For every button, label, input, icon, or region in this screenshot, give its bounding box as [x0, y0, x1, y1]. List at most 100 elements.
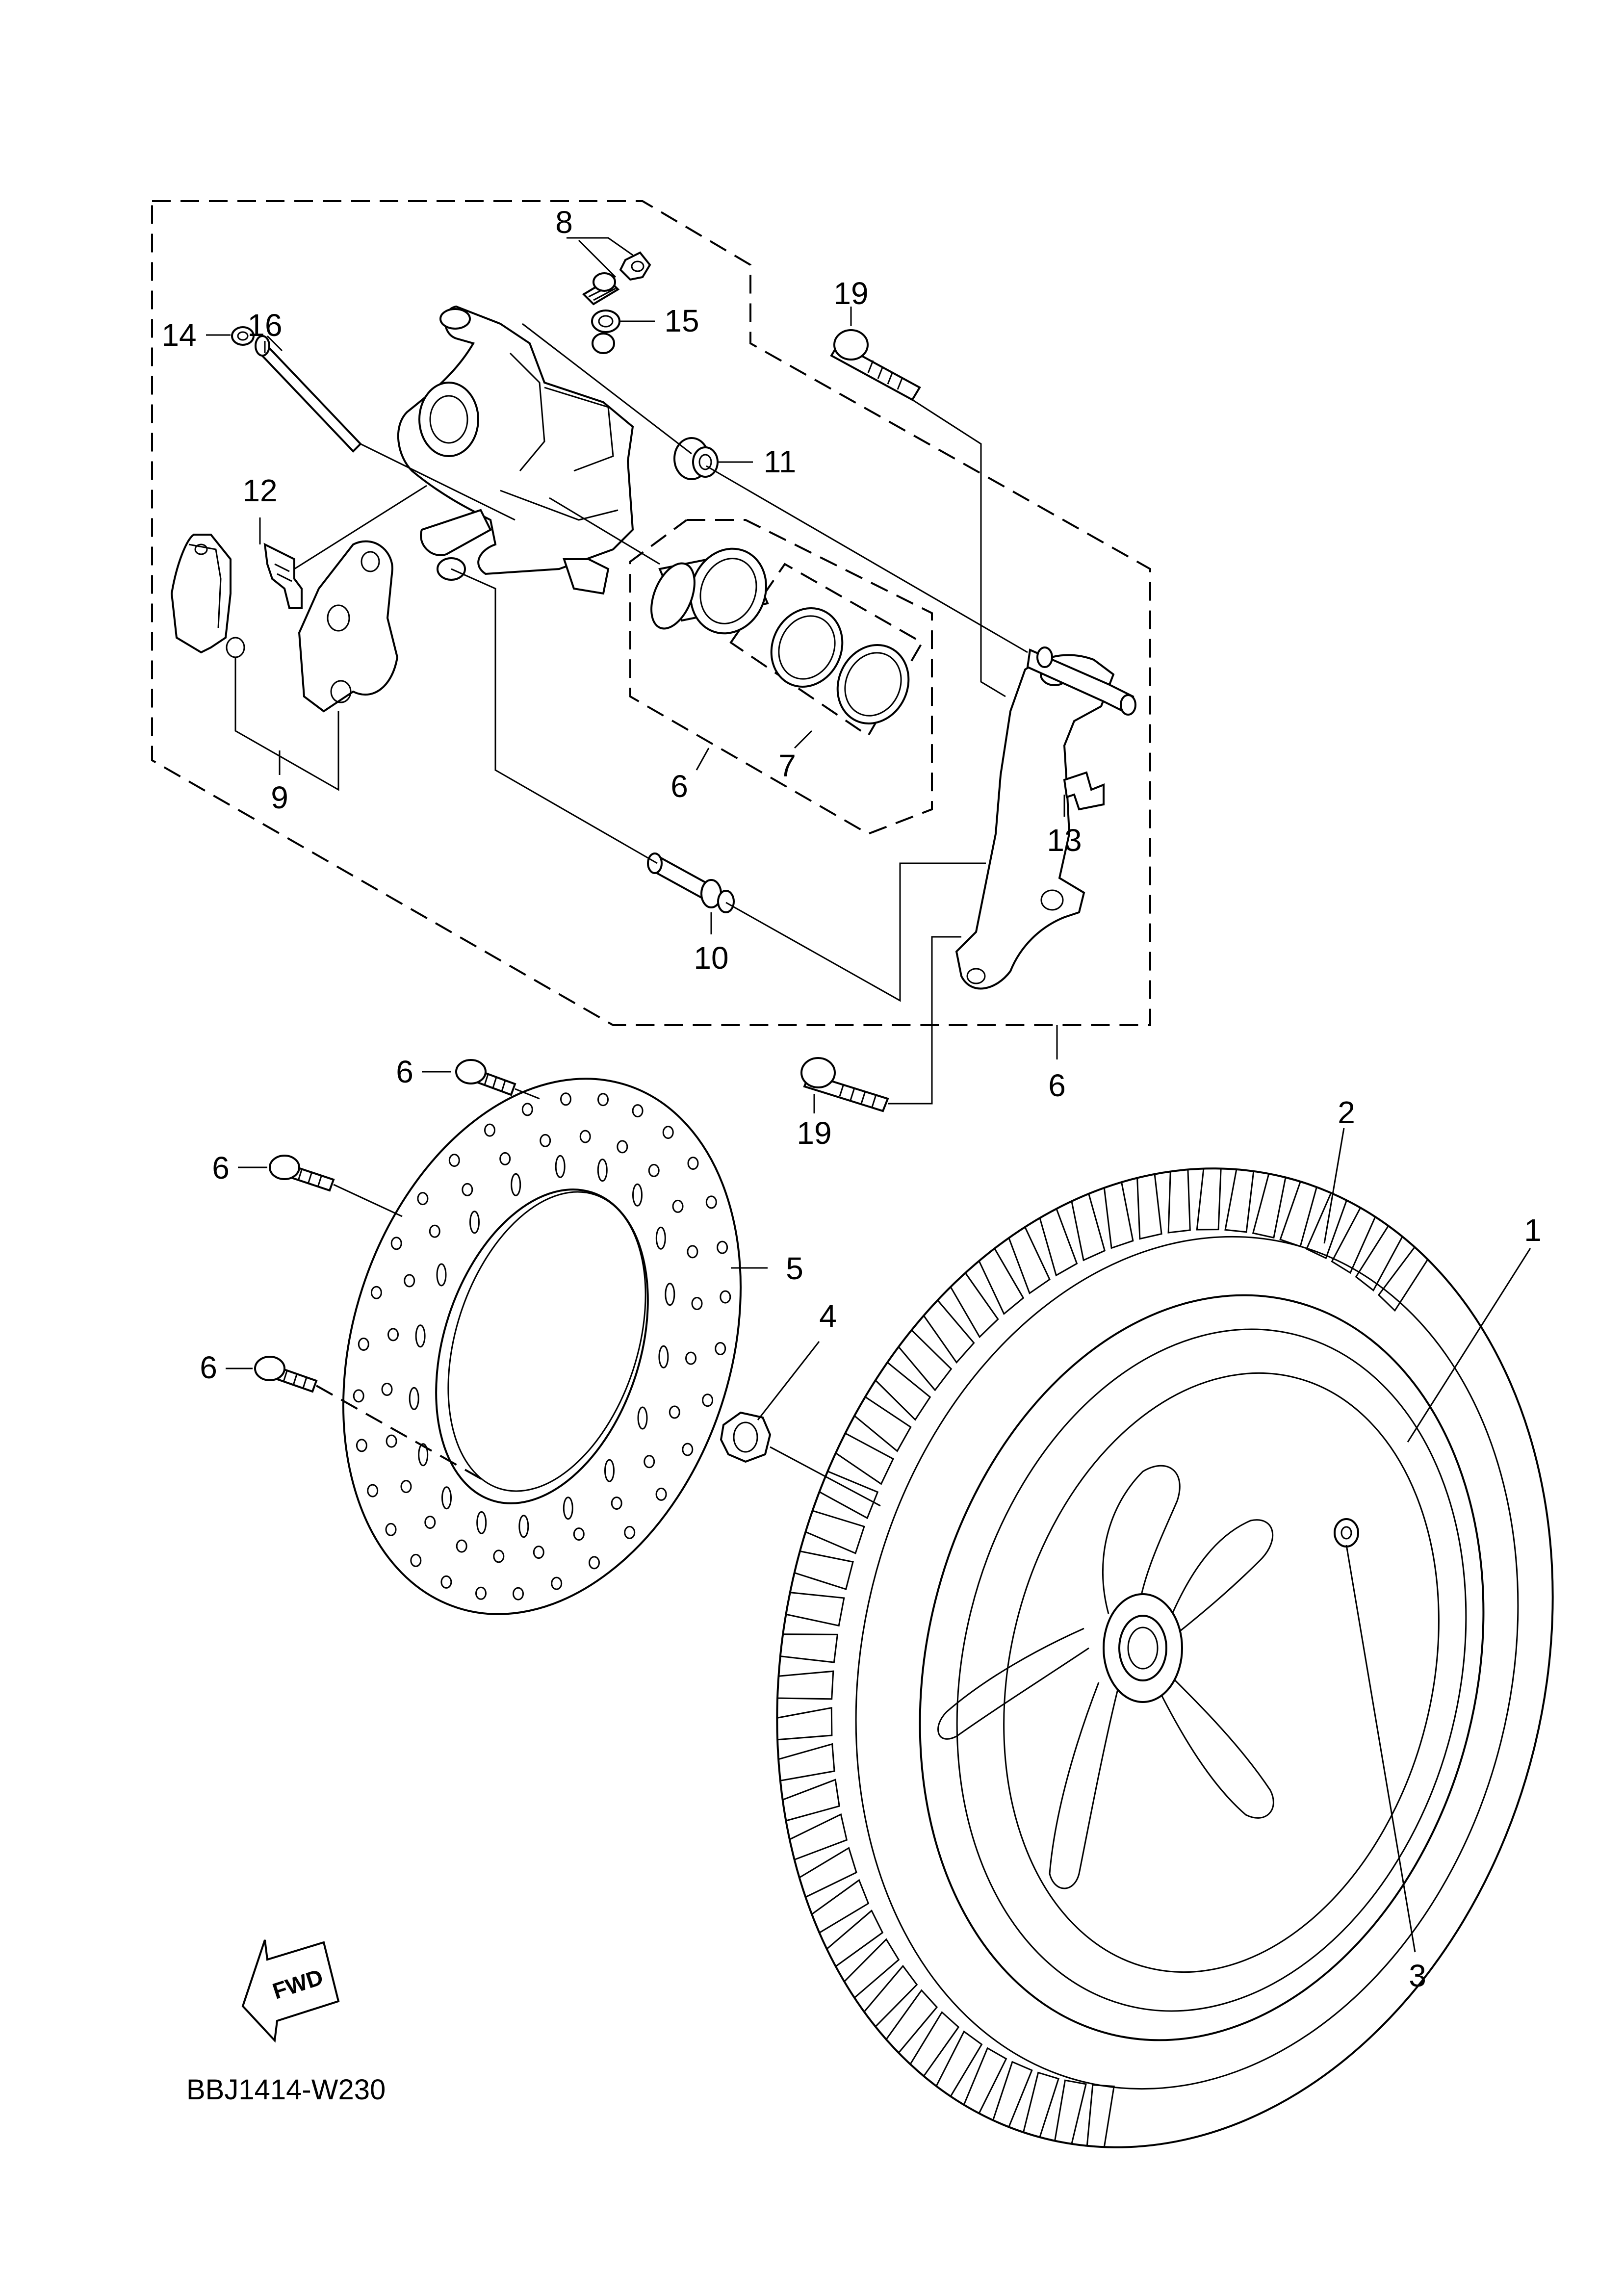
- disc-hole: [662, 1126, 674, 1139]
- leader-bolt-top: [515, 1088, 540, 1100]
- callout-12: 10: [694, 940, 728, 976]
- callout-19-lower: 19: [797, 1115, 831, 1151]
- pad-spring: [263, 542, 303, 609]
- tread-block: [781, 1779, 840, 1822]
- disc-hole: [715, 1342, 726, 1355]
- fwd-arrow-icon: FWD: [241, 1939, 340, 2043]
- bush-17: [591, 310, 620, 333]
- disc-bolt-bottom: [254, 1356, 318, 1393]
- disc-hole: [560, 1092, 571, 1106]
- callout-16: 14: [161, 317, 196, 353]
- disc-hole: [604, 1459, 615, 1482]
- tread-block: [853, 1395, 912, 1452]
- disc-hole: [648, 1163, 660, 1177]
- leader-lines-caliper: [294, 323, 1028, 1105]
- callout-6-top: 6: [396, 1054, 413, 1089]
- callout-17: 15: [664, 303, 699, 338]
- callout-6-middle: 6: [212, 1150, 230, 1186]
- disc-hole: [367, 1484, 379, 1497]
- tread-block: [1305, 1192, 1348, 1260]
- tread-block: [1071, 1192, 1106, 1262]
- bleed-screw: [582, 251, 651, 306]
- disc-hole: [579, 1130, 591, 1143]
- callout-18: 16: [247, 308, 282, 343]
- tread-block: [843, 1938, 900, 1999]
- drawing-code: BBJ1414-W230: [186, 2074, 386, 2106]
- brake-disc: [342, 1078, 742, 1615]
- tread-block: [885, 1989, 938, 2054]
- caliper-bracket: [955, 646, 1136, 990]
- callout-3: 3: [1409, 1958, 1426, 1993]
- tread-block: [1196, 1167, 1222, 1231]
- disc-hole: [624, 1525, 636, 1539]
- disc-hole: [417, 1192, 429, 1206]
- disc-hole: [436, 1263, 447, 1287]
- tread-block: [1086, 2084, 1115, 2148]
- tread-block: [1039, 1208, 1078, 1277]
- disc-hole: [533, 1546, 544, 1559]
- disc-hole: [597, 1159, 608, 1182]
- callout-19-upper: 19: [833, 276, 868, 311]
- tread-block: [1252, 1173, 1287, 1239]
- tread-block: [1008, 1226, 1051, 1294]
- disc-hole: [356, 1439, 367, 1452]
- disc-hole: [499, 1152, 511, 1165]
- leader-bolt-bottom: [316, 1385, 486, 1482]
- disc-hole: [655, 1226, 666, 1250]
- tread-block: [935, 2030, 983, 2098]
- tread-block: [874, 1361, 931, 1421]
- disc-hole: [672, 1199, 684, 1213]
- disc-hole: [386, 1434, 397, 1448]
- disc-hole: [589, 1556, 600, 1570]
- caliper-body: [397, 305, 634, 595]
- tread-block: [1279, 1180, 1318, 1248]
- disc-hole: [410, 1553, 422, 1567]
- disc-hole: [691, 1297, 703, 1310]
- disc-hole: [573, 1527, 585, 1541]
- disc-bolt-top: [455, 1059, 516, 1096]
- tread-block: [1022, 2071, 1059, 2139]
- wheel-tire: [776, 1167, 1554, 2148]
- disc-hole: [555, 1155, 566, 1178]
- disc-hole: [521, 1103, 533, 1116]
- disc-hole: [685, 1351, 696, 1365]
- leader-bolt-middle: [333, 1184, 403, 1217]
- tread-block: [1331, 1207, 1376, 1274]
- disc-hole: [551, 1576, 563, 1590]
- disc-hole: [475, 1586, 487, 1600]
- disc-hole: [418, 1443, 429, 1467]
- callout-10: 8: [555, 205, 573, 240]
- disc-hole: [702, 1394, 714, 1407]
- bolt-19-lower: [800, 1057, 889, 1112]
- leader-nut: [770, 1446, 881, 1507]
- disc-hole: [469, 1211, 480, 1234]
- tread-block: [811, 1879, 870, 1934]
- disc-hole: [429, 1224, 440, 1238]
- disc-hole: [493, 1549, 505, 1563]
- callout-14: 12: [242, 473, 277, 508]
- tread-block: [1136, 1173, 1162, 1240]
- tread-block: [776, 1706, 833, 1741]
- disc-hole: [597, 1093, 609, 1107]
- disc-hole: [404, 1274, 415, 1288]
- tread-block: [1355, 1224, 1404, 1291]
- tread-block: [834, 1432, 894, 1485]
- tread-block: [793, 1550, 854, 1590]
- disc-hole: [441, 1486, 452, 1510]
- tread-block: [1224, 1168, 1255, 1233]
- disc-hole: [385, 1523, 397, 1536]
- callout-4: 4: [819, 1298, 837, 1334]
- disc-hole: [387, 1328, 399, 1342]
- disc-hole: [682, 1443, 694, 1456]
- tread-block: [863, 1964, 918, 2028]
- tread-block: [992, 2061, 1033, 2128]
- disc-hole: [456, 1539, 467, 1553]
- boot-13: [673, 437, 719, 480]
- callout-13: 11: [764, 444, 796, 479]
- disc-hole: [540, 1134, 551, 1147]
- tread-block: [950, 1271, 999, 1339]
- disc-hole: [511, 1173, 521, 1196]
- disc-hole: [687, 1245, 698, 1259]
- callouts: 8 15 11 16 14 19 12 9 6 7 13 10: [161, 205, 1541, 1993]
